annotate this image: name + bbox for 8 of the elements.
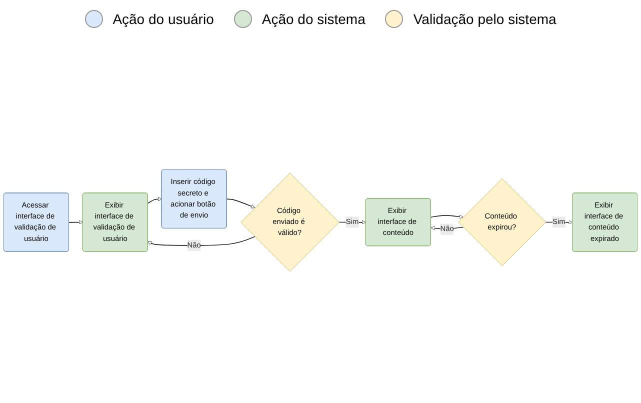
legend-label: Ação do sistema [262,11,366,27]
legend-label: Ação do usuário [112,11,214,27]
arrow [430,214,464,219]
arrow [148,196,162,204]
arrow [226,198,256,208]
arrow [68,220,84,224]
arrow [148,236,256,246]
legend-label: Validação pelo sistema [413,11,556,27]
